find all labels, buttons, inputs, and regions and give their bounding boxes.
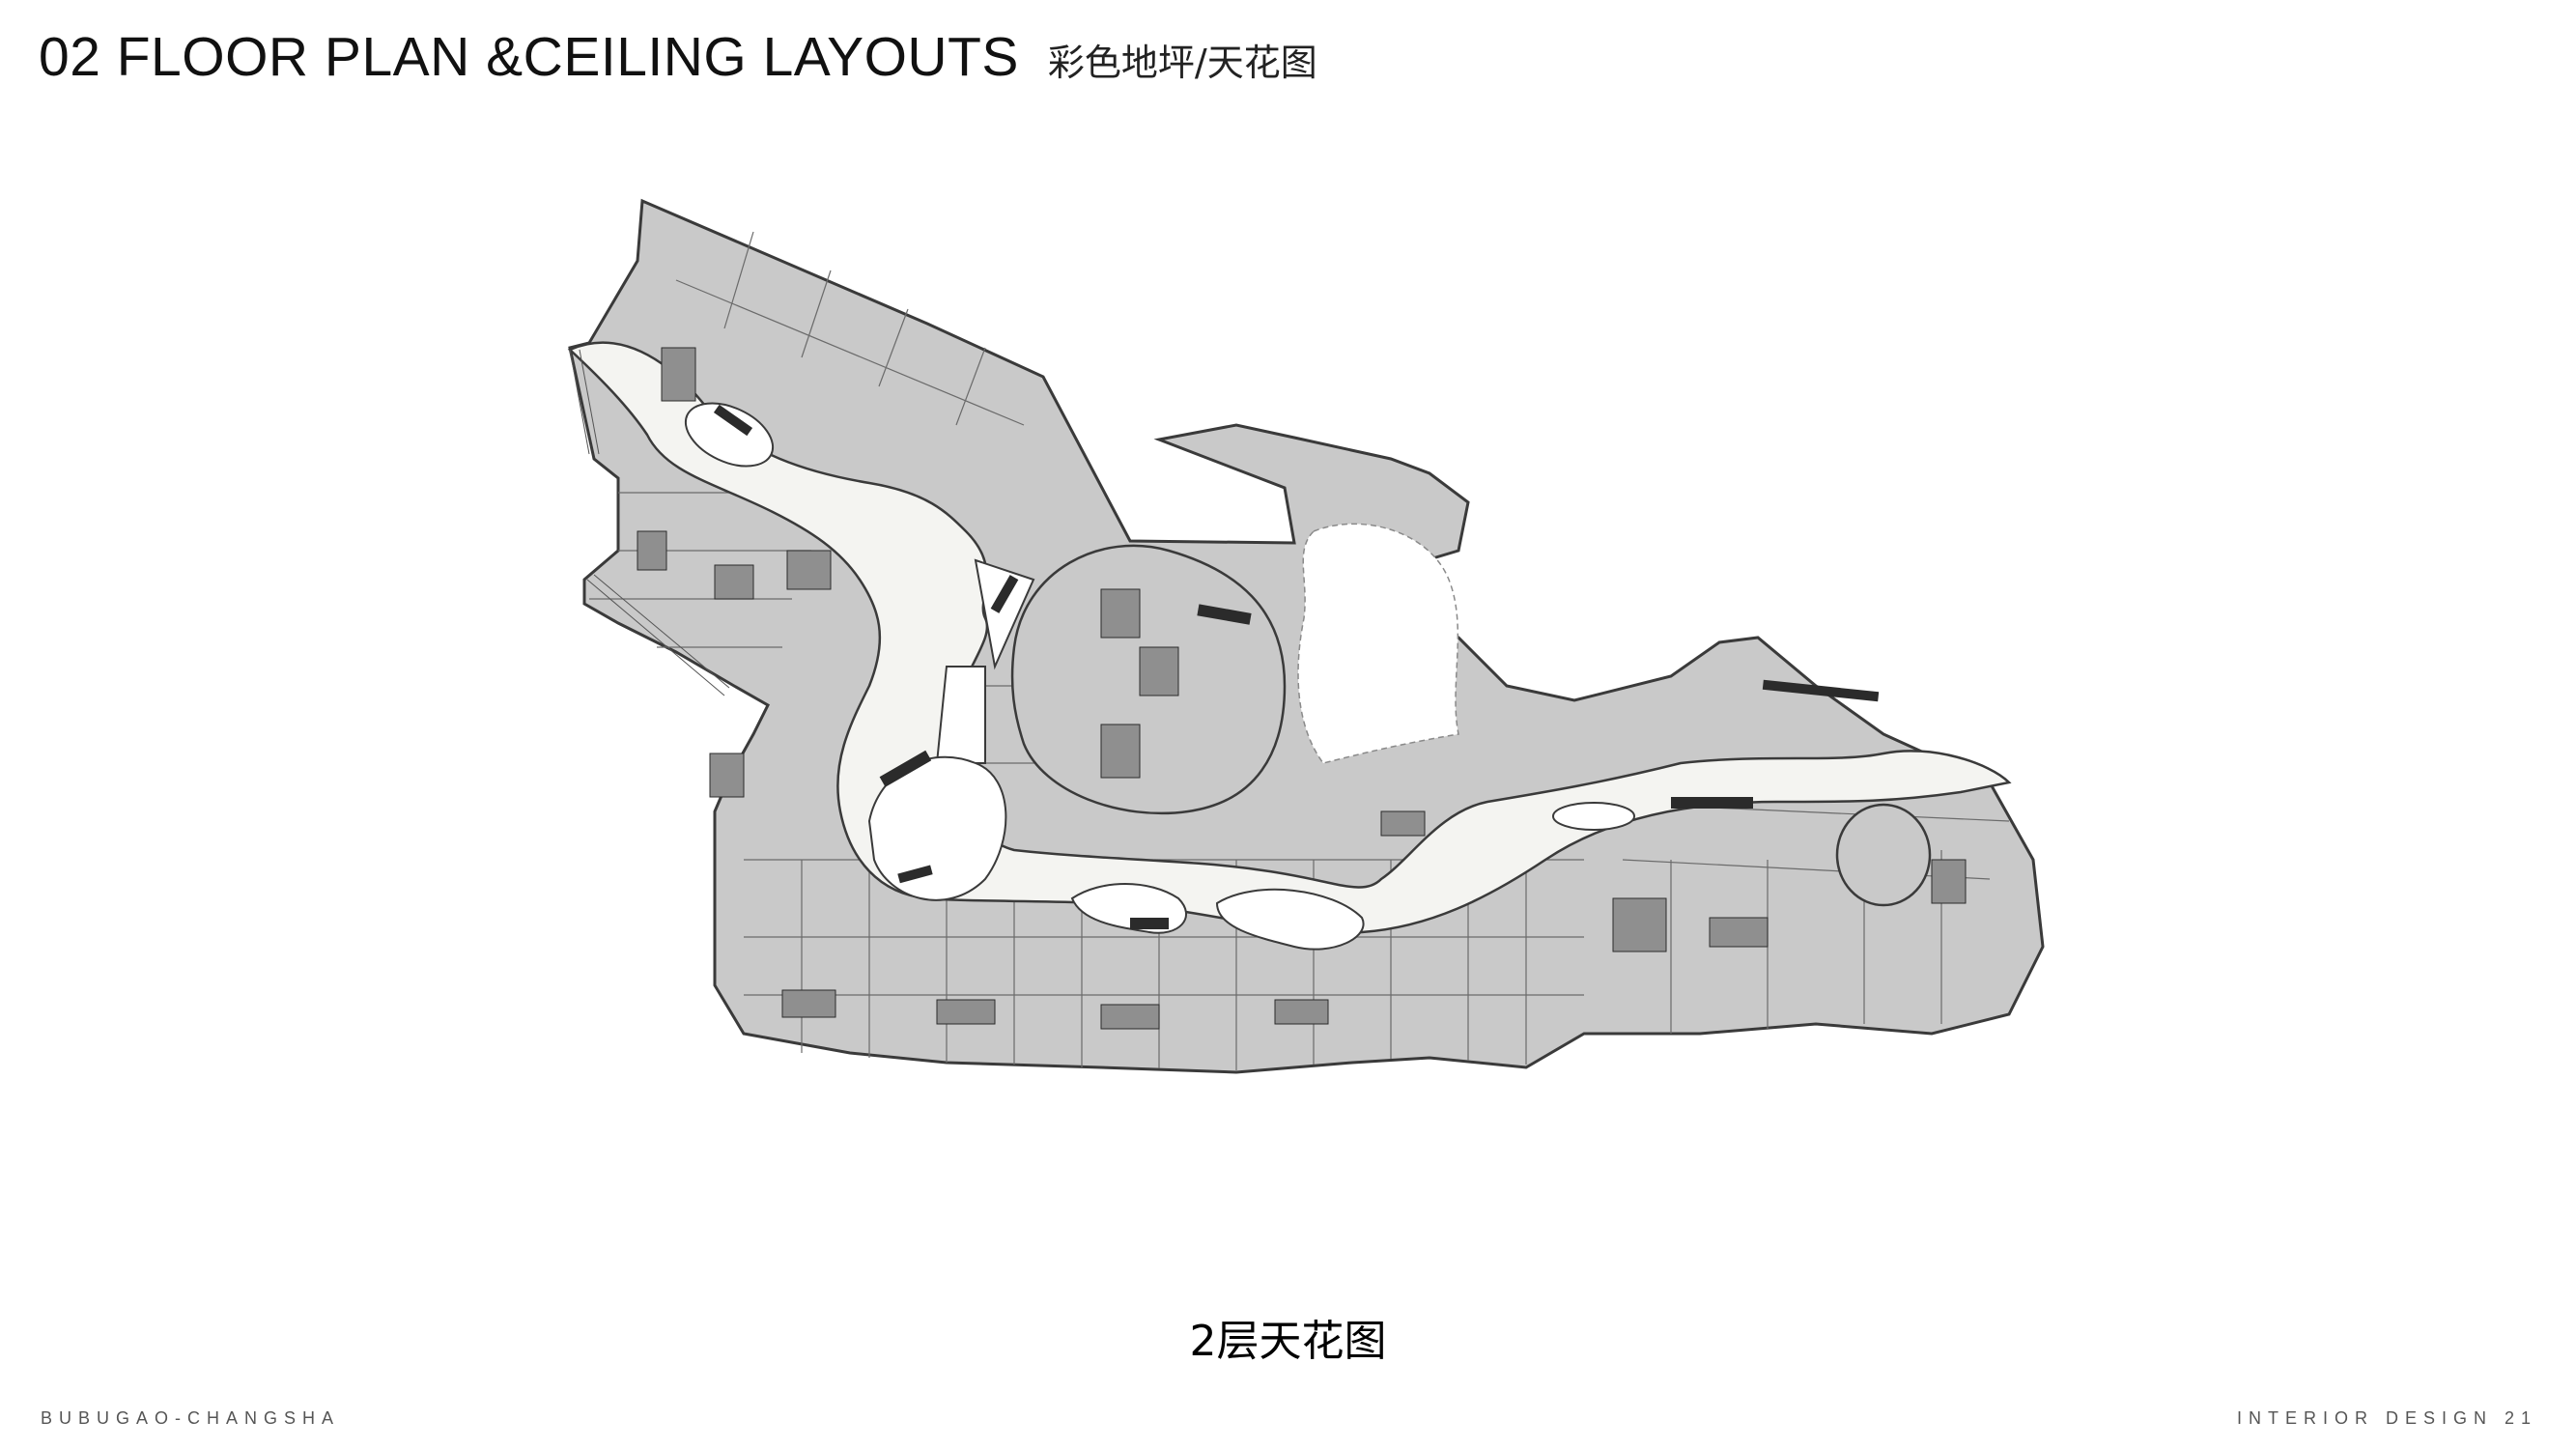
service-cores [637, 347, 1967, 1030]
escalator-2 [990, 575, 1019, 613]
page-title: 02 FLOOR PLAN &CEILING LAYOUTS [39, 26, 1019, 88]
escalator-7 [1671, 797, 1753, 809]
atrium-void-east-round [1835, 803, 1932, 907]
facade-hatching [569, 349, 730, 696]
floor-plan-drawing [567, 198, 2045, 1074]
page-header: 02 FLOOR PLAN &CEILING LAYOUTS 彩色地坪/天花图 [39, 25, 1317, 89]
drawing-caption: 2层天花图 [1189, 1317, 1387, 1366]
footer-page-label: INTERIOR DESIGN 21 [2236, 1408, 2537, 1428]
open-plaza-void [1297, 523, 1459, 764]
atrium-void-triangle [974, 558, 1035, 670]
escalator-4 [879, 750, 932, 787]
atrium-void-north [684, 402, 775, 468]
page-subtitle: 彩色地坪/天花图 [1047, 42, 1317, 84]
atrium-void-west [935, 666, 986, 764]
escalators [713, 404, 1880, 929]
escalator-3 [1197, 604, 1252, 625]
atrium-void-south-2 [1215, 888, 1365, 951]
escalator-8 [1762, 679, 1880, 702]
footer-project-name: BUBUGAO-CHANGSHA [41, 1408, 341, 1428]
escalator-6 [1130, 918, 1169, 929]
escalator-5 [897, 865, 933, 884]
atrium-void-east-1 [1552, 802, 1635, 831]
escalator-1 [713, 404, 753, 437]
